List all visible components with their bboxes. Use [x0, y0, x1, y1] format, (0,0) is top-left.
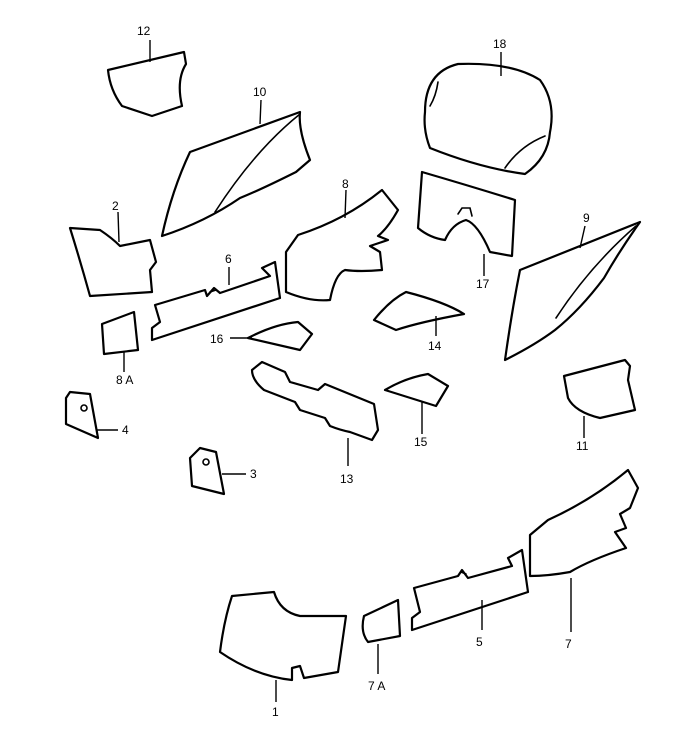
- part-4[interactable]: 4: [64, 390, 129, 440]
- callout-13: 13: [340, 472, 354, 486]
- part-7[interactable]: 7: [528, 468, 640, 651]
- callout-11: 11: [576, 439, 589, 453]
- part-11[interactable]: 11: [562, 358, 637, 453]
- part-1[interactable]: 1: [218, 590, 348, 719]
- callout-18: 18: [493, 37, 507, 51]
- callout-1: 1: [272, 705, 279, 719]
- part-10[interactable]: 10: [160, 85, 312, 238]
- callout-6: 6: [225, 252, 232, 266]
- callout-7: 7: [565, 637, 572, 651]
- part-9[interactable]: 9: [503, 211, 642, 362]
- part-16[interactable]: 16: [210, 320, 314, 352]
- part-7a[interactable]: 7 A: [361, 598, 402, 693]
- callout-2: 2: [112, 199, 119, 213]
- callout-3: 3: [250, 467, 257, 481]
- part-8[interactable]: 8: [284, 177, 400, 302]
- part-8a[interactable]: 8 A: [100, 310, 140, 387]
- callout-8a: 8 A: [116, 373, 133, 387]
- callout-15: 15: [414, 435, 428, 449]
- callout-5: 5: [476, 635, 483, 649]
- part-17[interactable]: 17: [416, 170, 517, 291]
- part-5[interactable]: 5: [410, 548, 530, 649]
- callout-10: 10: [253, 85, 267, 99]
- part-13[interactable]: 13: [250, 360, 380, 486]
- part-14[interactable]: 14: [372, 290, 466, 353]
- callout-12: 12: [137, 24, 151, 38]
- part-18[interactable]: 18: [423, 37, 553, 176]
- callout-17: 17: [476, 277, 490, 291]
- callout-16: 16: [210, 332, 224, 346]
- part-15[interactable]: 15: [383, 372, 450, 449]
- part-2[interactable]: 2: [68, 199, 158, 298]
- part-3[interactable]: 3: [188, 446, 257, 496]
- callout-7a: 7 A: [368, 679, 385, 693]
- callout-14: 14: [428, 339, 442, 353]
- part-12[interactable]: 12: [106, 24, 188, 118]
- callout-4: 4: [122, 423, 129, 437]
- callout-8: 8: [342, 177, 349, 191]
- callout-9: 9: [583, 211, 590, 225]
- part-6[interactable]: 6: [150, 252, 282, 342]
